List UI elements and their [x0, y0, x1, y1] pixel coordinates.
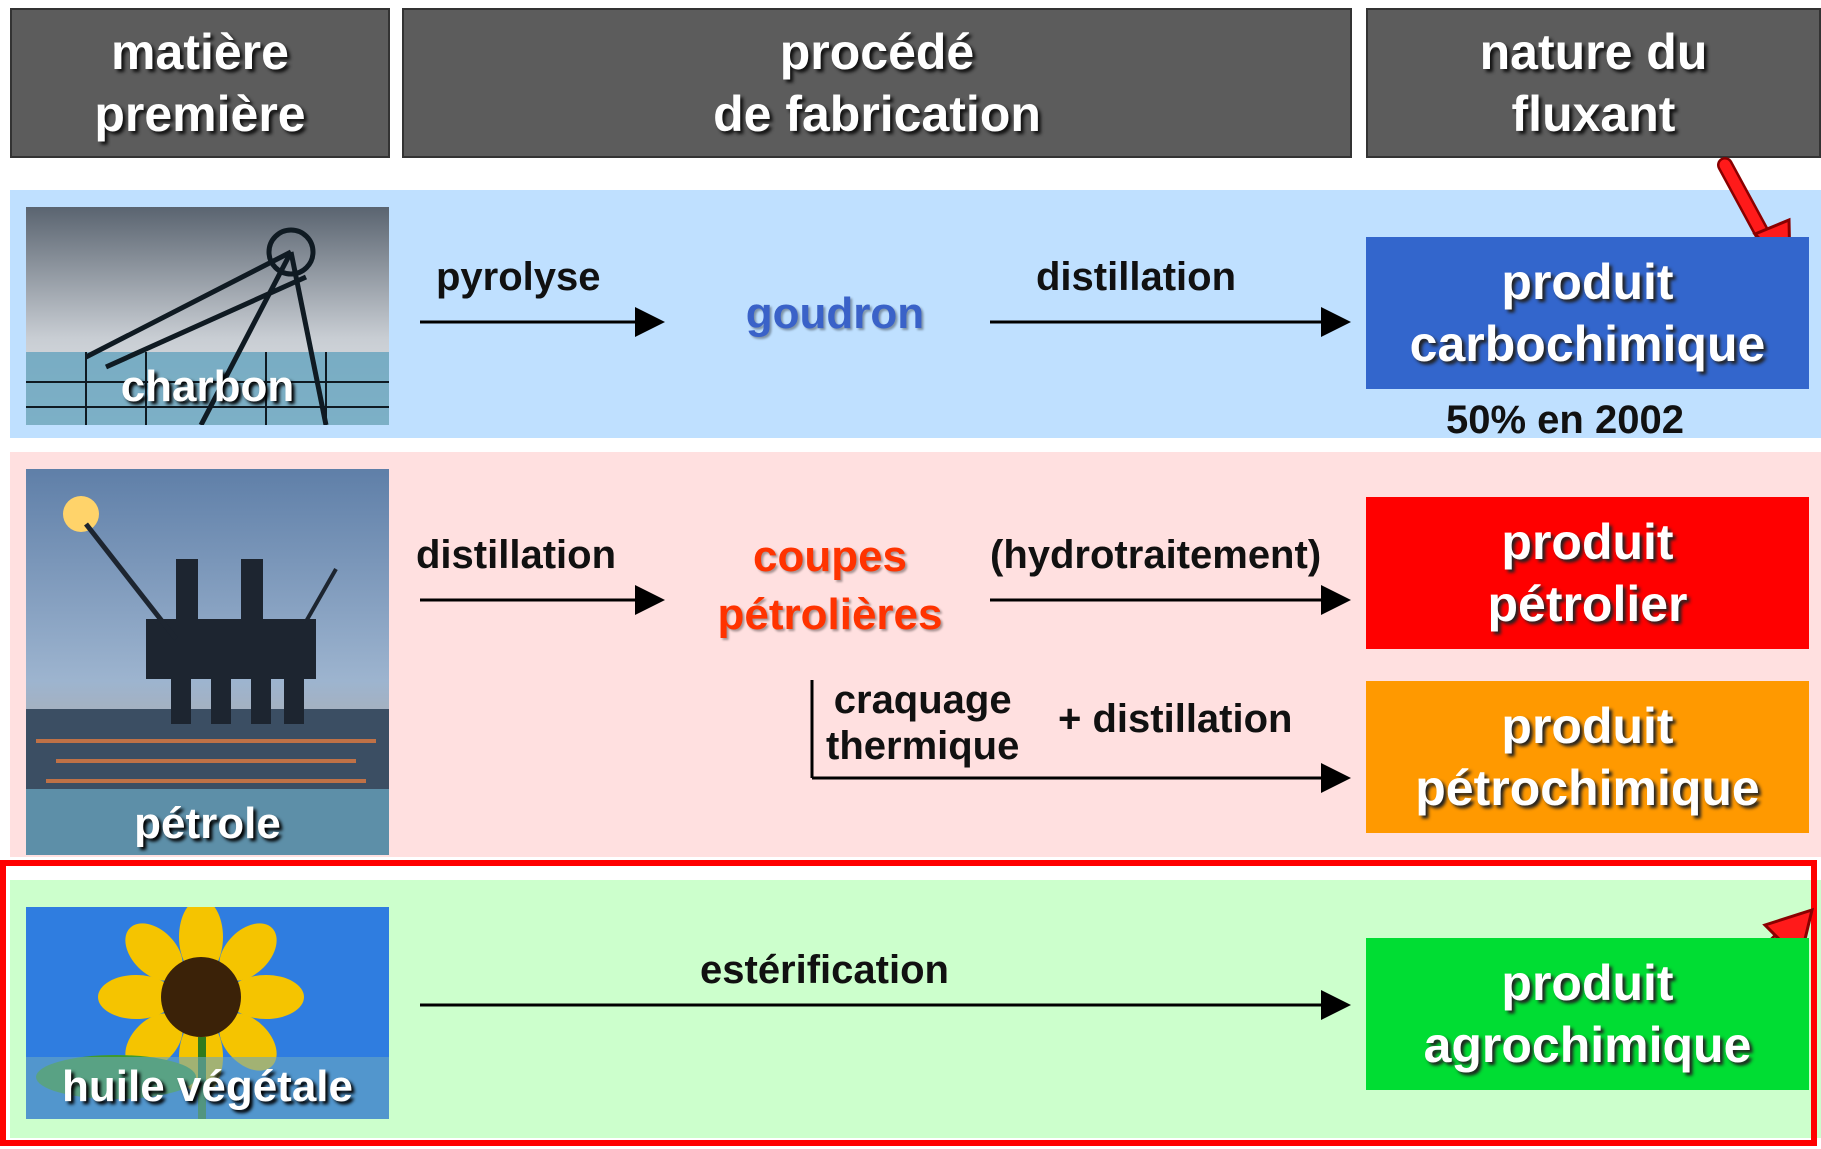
intermediate-petroleum-cuts: coupes pétrolières — [717, 532, 943, 639]
label-thermal-cracking: craquage thermique — [826, 678, 1020, 768]
oil-platform-image — [26, 469, 389, 855]
sunflower-image — [26, 907, 389, 1119]
label-esterification: estérification — [700, 948, 949, 992]
product-agrochemical: produit agrochimique — [1366, 938, 1809, 1090]
label-pyrolyse: pyrolyse — [436, 255, 601, 299]
product-petroleum: produit pétrolier — [1366, 497, 1809, 649]
coal-label: charbon — [120, 362, 295, 411]
header-flux-nature: nature du fluxant — [1366, 8, 1821, 158]
mine-headframe-image — [26, 207, 389, 425]
label-plus-distillation: + distillation — [1058, 697, 1293, 741]
vegetable-label: huile végétale — [61, 1062, 353, 1111]
header-flux-nature-text: nature du fluxant — [1479, 24, 1708, 142]
label-hydrotreatment: (hydrotraitement) — [990, 533, 1322, 577]
product-carbochemical-text: produit carbochimique — [1409, 254, 1766, 372]
header-process: procédé de fabrication — [402, 8, 1352, 158]
product-carbochemical: produit carbochimique — [1366, 237, 1809, 389]
label-coal-distillation: distillation — [1036, 255, 1236, 299]
product-agrochemical-text: produit agrochimique — [1423, 955, 1752, 1073]
product-petrochemical-text: produit pétrochimique — [1415, 698, 1760, 816]
coal-share-note: 50% en 2002 — [1446, 398, 1684, 442]
intermediate-goudron: goudron — [745, 289, 925, 338]
oil-photo: pétrole — [26, 469, 389, 855]
label-oil-distillation: distillation — [416, 533, 616, 577]
header-raw-material-text: matière première — [94, 24, 306, 142]
vegetable-highlight-frame — [0, 860, 1817, 1146]
header-raw-material: matière première — [10, 8, 390, 158]
vegetable-photo: huile végétale — [26, 907, 389, 1119]
product-petrochemical: produit pétrochimique — [1366, 681, 1809, 833]
header-process-text: procédé de fabrication — [713, 24, 1041, 142]
coal-photo: charbon — [26, 207, 389, 425]
oil-label: pétrole — [134, 799, 281, 848]
product-petroleum-text: produit pétrolier — [1487, 514, 1688, 632]
